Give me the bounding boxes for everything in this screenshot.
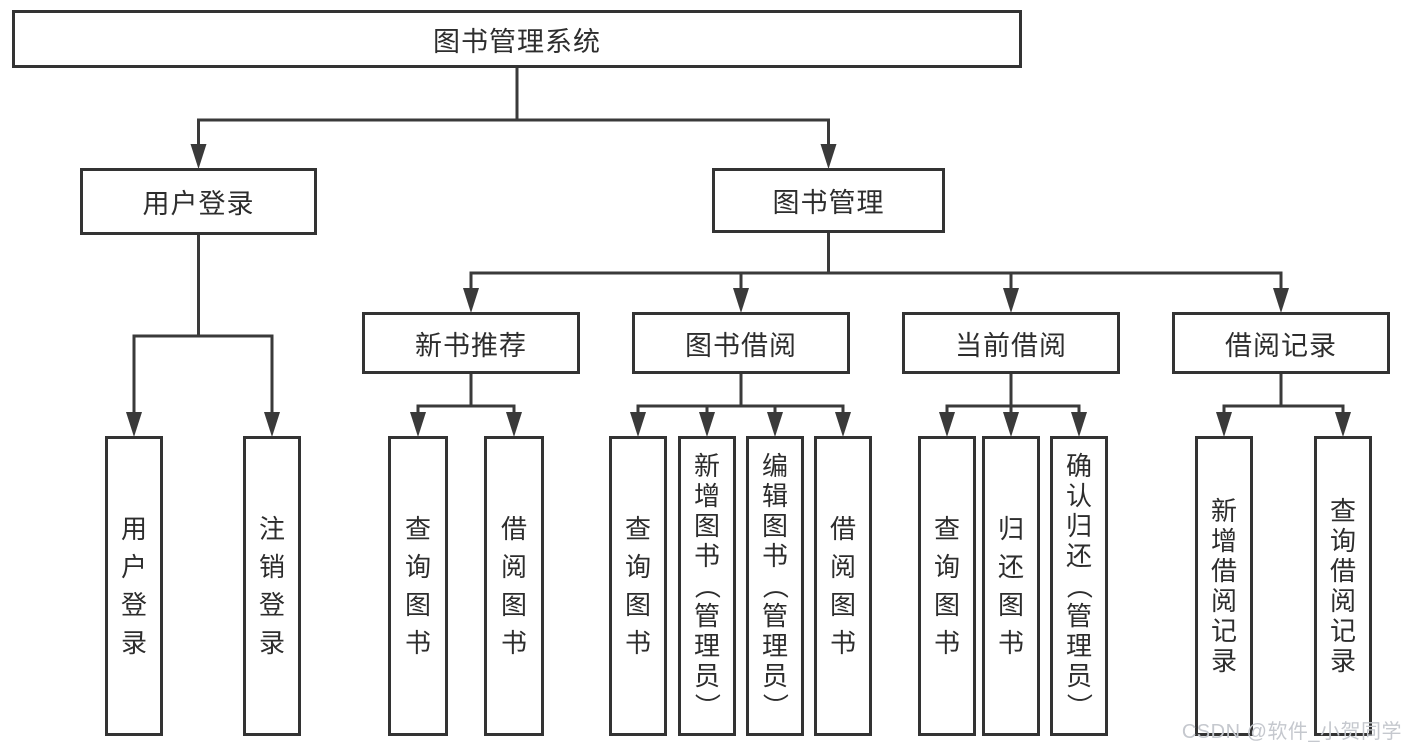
node-add-books-admin: 新增图书（管理员）: [678, 436, 736, 736]
node-book-borrowing-label: 图书借阅: [685, 330, 797, 361]
node-logout-op: 注销登录: [243, 436, 301, 736]
node-add-books-admin-label: 新增图书（管理员）: [692, 451, 722, 719]
node-new-book-recommend-label: 新书推荐: [415, 330, 527, 361]
node-current-borrowing-label: 当前借阅: [955, 330, 1067, 361]
node-confirm-return-admin-label: 确认归还（管理员）: [1064, 451, 1094, 719]
node-library-system: 图书管理系统: [12, 10, 1022, 68]
node-query-borrow-record: 查询借阅记录: [1314, 436, 1372, 736]
node-query-books-borrowing-label: 查询图书: [624, 514, 651, 658]
node-borrow-books-recommend-label: 借阅图书: [500, 514, 527, 658]
node-borrow-books-recommend: 借阅图书: [484, 436, 544, 736]
node-add-borrow-record-label: 新增借阅记录: [1210, 496, 1237, 676]
node-book-management: 图书管理: [712, 168, 945, 233]
node-edit-books-admin-label: 编辑图书（管理员）: [760, 451, 790, 719]
node-confirm-return-admin: 确认归还（管理员）: [1050, 436, 1108, 736]
node-borrowing-records: 借阅记录: [1172, 312, 1390, 374]
node-user-login: 用户登录: [80, 168, 317, 235]
node-query-books-current: 查询图书: [918, 436, 976, 736]
node-book-management-label: 图书管理: [772, 188, 885, 218]
node-user-login-op-label: 用户登录: [120, 514, 147, 658]
node-add-borrow-record: 新增借阅记录: [1195, 436, 1253, 736]
node-logout-op-label: 注销登录: [258, 514, 285, 658]
node-query-books-current-label: 查询图书: [933, 514, 960, 658]
node-current-borrowing: 当前借阅: [902, 312, 1120, 374]
node-return-books: 归还图书: [982, 436, 1040, 736]
node-query-books-recommend-label: 查询图书: [404, 514, 431, 658]
node-library-system-label: 图书管理系统: [433, 26, 601, 57]
node-book-borrowing: 图书借阅: [632, 312, 850, 374]
node-new-book-recommend: 新书推荐: [362, 312, 580, 374]
node-query-borrow-record-label: 查询借阅记录: [1329, 496, 1356, 676]
node-query-books-recommend: 查询图书: [388, 436, 448, 736]
node-borrow-books-borrowing: 借阅图书: [814, 436, 872, 736]
node-return-books-label: 归还图书: [997, 514, 1024, 658]
watermark: CSDN @软件_小贺同学: [1181, 721, 1402, 743]
node-query-books-borrowing: 查询图书: [609, 436, 667, 736]
node-user-login-op: 用户登录: [105, 436, 163, 736]
node-borrowing-records-label: 借阅记录: [1225, 330, 1337, 361]
node-edit-books-admin: 编辑图书（管理员）: [746, 436, 804, 736]
node-user-login-label: 用户登录: [142, 189, 255, 219]
node-borrow-books-borrowing-label: 借阅图书: [829, 514, 856, 658]
